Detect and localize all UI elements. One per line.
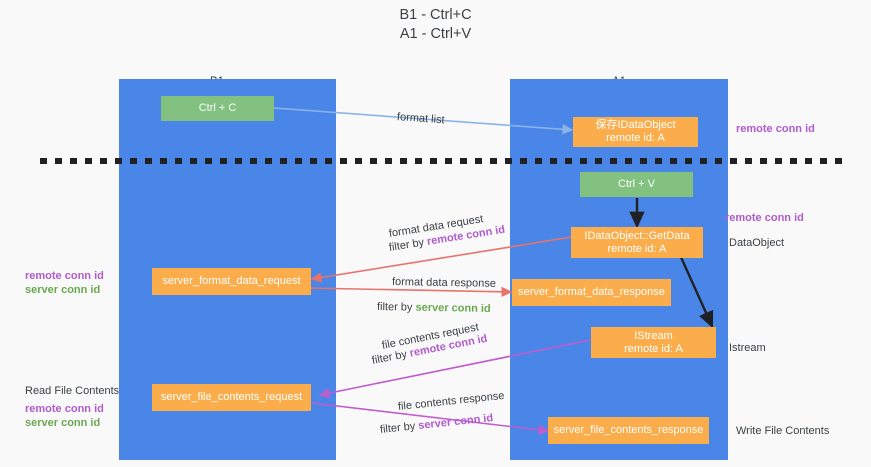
annotation-right-write-file-contents: Write File Contents [736,425,830,437]
edge-label-format-data-response: format data response [392,275,496,291]
annotation-left-server-conn-id-bot: server conn id [25,417,101,429]
node-server-file-contents-request[interactable]: server_file_contents_request [152,384,311,411]
annotation-right-istream: Istream [729,342,766,354]
edge-label-filter-prefix-3: filter by [370,347,411,367]
edge-label-format-data-response-text: format data response [391,276,497,290]
annotation-right-dataobject: DataObject [729,237,785,249]
annotation-right-remote-conn-id-top: remote conn id [736,123,815,135]
node-save-idataobject[interactable]: 保存IDataObject remote id: A [573,117,698,147]
diagram-title: B1 - Ctrl+C A1 - Ctrl+V [399,7,472,42]
node-ctrl-c[interactable]: Ctrl + C [161,96,274,121]
edge-label-format-list: format list [397,110,446,127]
node-server-file-contents-response[interactable]: server_file_contents_response [548,417,709,444]
annotation-left-remote-conn-id-mid: remote conn id [25,270,104,282]
node-server-format-data-request[interactable]: server_format_data_request [152,268,311,295]
edge-label-format-list-text: format list [396,111,445,127]
annotation-left-server-conn-id-mid: server conn id [25,284,101,296]
edge-label-file-contents-response-filter: filter by server conn id [379,411,494,437]
edge-label-filter-prefix-4: filter by [379,420,419,436]
node-idataobject-getdata[interactable]: IDataObject::GetData remote id: A [571,227,703,258]
edge-label-filter-key-server-conn-id: server conn id [415,301,491,315]
annotation-left-read-file-contents: Read File Contents [25,385,120,397]
edge-label-format-data-response-filter: filter by server conn id [377,300,491,316]
node-server-format-data-response[interactable]: server_format_data_response [512,279,671,306]
annotation-left-remote-conn-id-bot: remote conn id [25,403,104,415]
edge-label-file-contents-response-text: file contents response [397,389,506,413]
annotation-right-remote-conn-id-mid: remote conn id [725,212,804,224]
node-istream[interactable]: IStream remote id: A [591,327,716,358]
node-ctrl-v[interactable]: Ctrl + V [580,172,693,197]
edge-label-filter-key-server-conn-id-2: server conn id [417,412,494,432]
edge-label-filter-prefix-2: filter by [376,301,416,314]
edge-label-file-contents-response: file contents response [397,389,505,414]
